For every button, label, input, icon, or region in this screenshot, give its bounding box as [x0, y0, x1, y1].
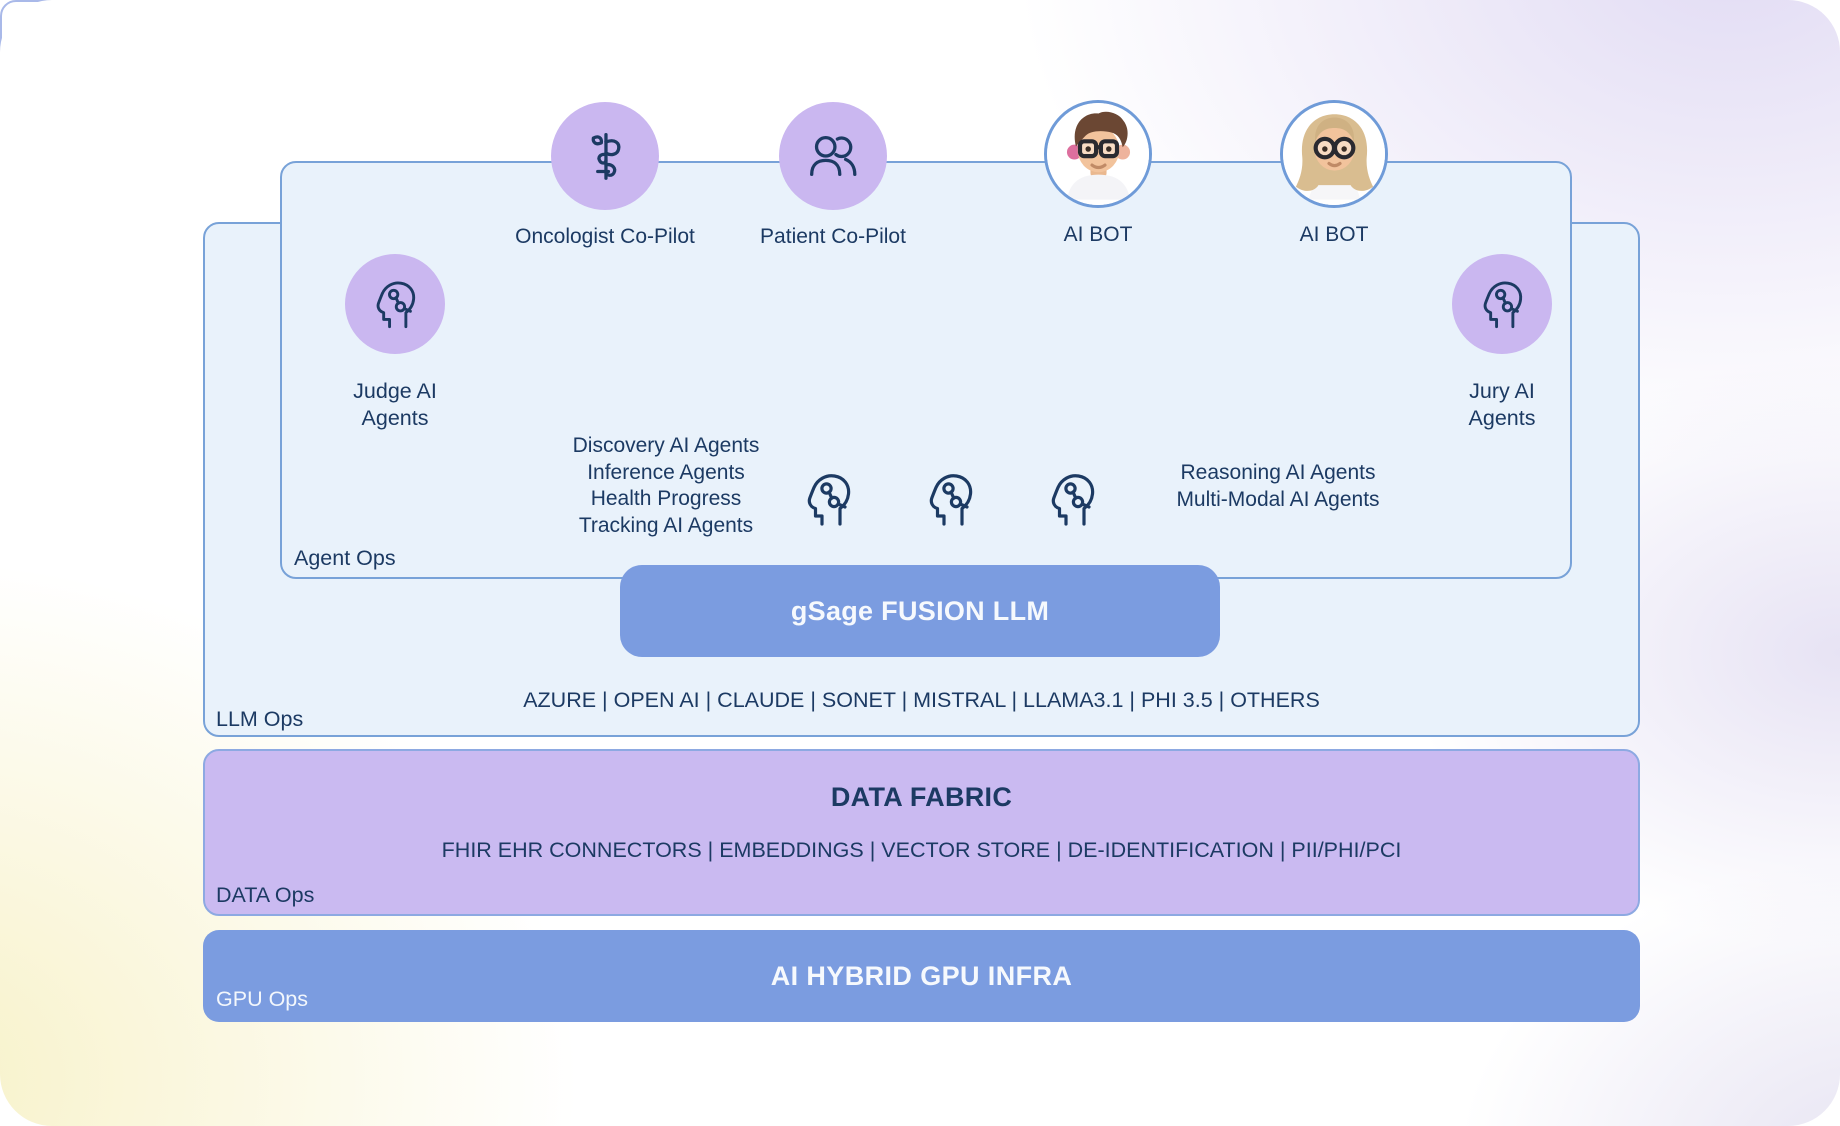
data-fabric-box — [203, 749, 1640, 916]
gpu-ops-label: GPU Ops — [216, 987, 308, 1011]
gpu-infra-title: AI HYBRID GPU INFRA — [770, 960, 1073, 991]
actor-ai-bot-male: AI BOT — [978, 100, 1218, 248]
actor-label: Patient Co-Pilot — [760, 225, 906, 248]
actor-label: AI BOT — [1299, 223, 1369, 246]
ai-head-icon — [1051, 474, 1095, 526]
gpu-infra-box: AI HYBRID GPU INFRA — [203, 930, 1640, 1022]
judge-ai-agents: Judge AI Agents — [275, 254, 515, 432]
actor-oncologist-copilot: Oncologist Co-Pilot — [485, 102, 725, 250]
fusion-llm-banner: gSage FUSION LLM — [620, 565, 1220, 657]
data-ops-label: DATA Ops — [216, 883, 315, 907]
llm-ops-label: LLM Ops — [216, 707, 304, 731]
agent-ops-box — [280, 161, 1572, 579]
agent-list-item: Multi-Modal AI Agents — [1176, 487, 1380, 511]
actor-label: Oncologist Co-Pilot — [515, 225, 695, 248]
agent-list-item: Inference Agents — [587, 460, 745, 484]
ai-head-icon — [1452, 254, 1552, 354]
jury-ai-agents: Jury AI Agents — [1382, 254, 1622, 432]
agent-list-item: Reasoning AI Agents — [1180, 461, 1376, 484]
data-fabric-title: DATA FABRIC — [830, 782, 1013, 812]
actor-label: AI BOT — [1063, 223, 1133, 246]
jury-ai-agents-label: Jury AI Agents — [1468, 379, 1536, 430]
judge-ai-agents-label: Judge AI Agents — [353, 379, 437, 430]
specialized-agents-list-left: Discovery AI Agents Inference Agents Hea… — [486, 433, 846, 539]
ai-head-icon — [807, 474, 851, 526]
agent-list-item: Health Progress — [590, 487, 742, 510]
patients-icon — [779, 102, 887, 210]
agent-list-item: Tracking AI Agents — [578, 513, 754, 537]
ai-head-icon — [345, 254, 445, 354]
caduceus-icon — [551, 102, 659, 210]
specialized-agents-list-right: Reasoning AI Agents Multi-Modal AI Agent… — [1098, 460, 1458, 513]
agent-ops-label: Agent Ops — [294, 546, 396, 570]
male-ai-bot-avatar — [1044, 100, 1152, 208]
ai-head-icon — [929, 474, 973, 526]
data-fabric-capabilities: FHIR EHR CONNECTORS | EMBEDDINGS | VECTO… — [441, 838, 1402, 862]
actor-ai-bot-female: AI BOT — [1214, 100, 1454, 248]
llm-models-list: AZURE | OPEN AI | CLAUDE | SONET | MISTR… — [523, 688, 1320, 712]
agent-list-item: Discovery AI Agents — [572, 434, 760, 457]
actor-patient-copilot: Patient Co-Pilot — [713, 102, 953, 250]
female-ai-bot-avatar — [1280, 100, 1388, 208]
